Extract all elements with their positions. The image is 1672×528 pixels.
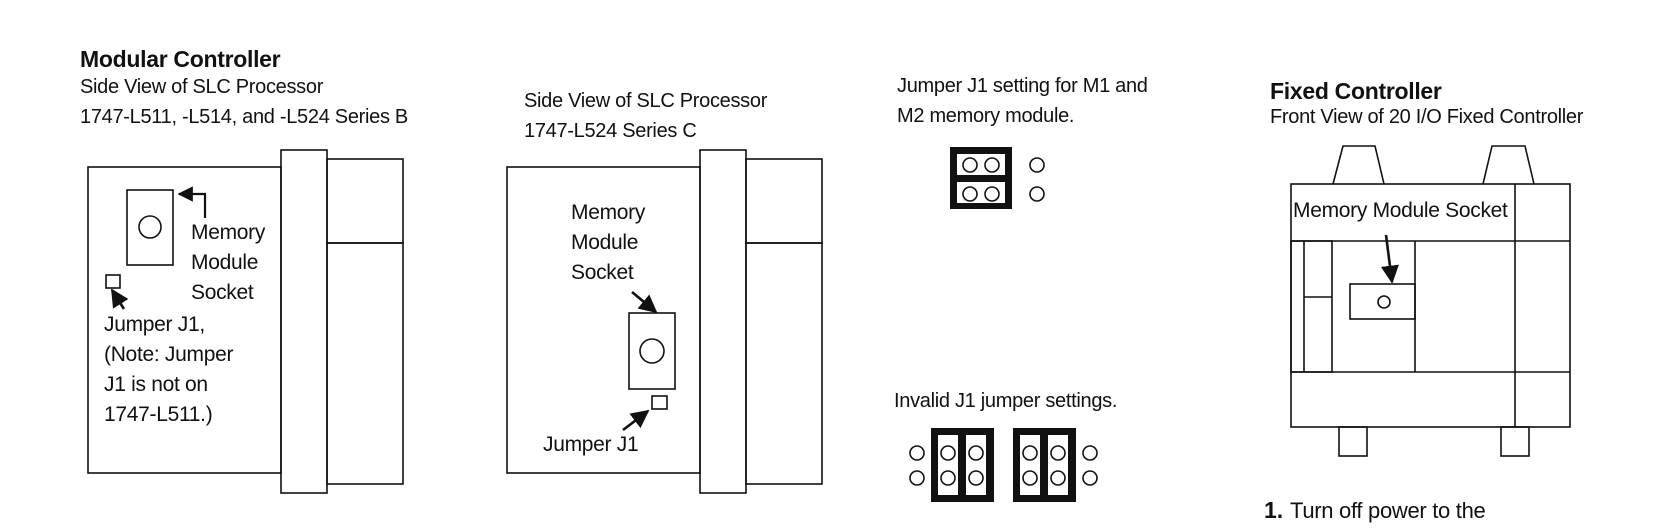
- modular-jumper-label-4: 1747-L511.): [104, 403, 213, 426]
- modular-jumper-label-3: J1 is not on: [104, 373, 208, 396]
- seriesc-processor-side-view: [506, 149, 823, 494]
- modular-memory-arrow: [177, 186, 207, 218]
- fixed-memory-module-socket: [1349, 283, 1416, 320]
- seriesc-memory-label-2: Module: [571, 231, 639, 254]
- jumper-valid-caption-1: Jumper J1 setting for M1 and: [897, 75, 1148, 97]
- seriesc-memory-module-socket: [628, 312, 676, 390]
- modular-jumper-j1: [105, 274, 121, 289]
- jumper-invalid-caption: Invalid J1 jumper settings.: [894, 390, 1118, 412]
- invalid-jumper-setting-icon-1: [909, 428, 994, 502]
- seriesc-memory-label-3: Socket: [571, 261, 634, 284]
- modular-memory-label-3: Socket: [191, 281, 254, 304]
- modular-processor-side-view: [87, 149, 404, 494]
- seriesc-subtitle-2: 1747-L524 Series C: [524, 120, 697, 142]
- modular-subtitle-2: 1747-L511, -L514, and -L524 Series B: [80, 106, 408, 128]
- modular-jumper-arrow: [110, 288, 129, 310]
- modular-memory-label-2: Module: [191, 251, 259, 274]
- fixed-controller-front-view: [1290, 145, 1571, 457]
- fixed-memory-arrow: [1380, 234, 1399, 284]
- seriesc-jumper-arrow: [622, 409, 650, 432]
- modular-memory-module-socket: [126, 189, 174, 266]
- step-text: Turn off power to the: [1290, 498, 1486, 523]
- modular-subtitle-1: Side View of SLC Processor: [80, 76, 324, 98]
- modular-jumper-label-2: (Note: Jumper: [104, 343, 234, 366]
- fixed-controller-title: Fixed Controller: [1270, 78, 1442, 104]
- modular-controller-title: Modular Controller: [80, 46, 281, 72]
- fixed-memory-label: Memory Module Socket: [1293, 199, 1508, 222]
- seriesc-subtitle-1: Side View of SLC Processor: [524, 90, 768, 112]
- seriesc-jumper-label: Jumper J1: [543, 433, 639, 456]
- modular-memory-label-1: Memory: [191, 221, 266, 244]
- valid-jumper-setting-icon: [950, 147, 1045, 209]
- invalid-jumper-setting-icon-2: [1013, 428, 1098, 502]
- seriesc-memory-arrow: [631, 291, 658, 314]
- modular-jumper-label-1: Jumper J1,: [104, 313, 205, 336]
- fixed-subtitle: Front View of 20 I/O Fixed Controller: [1270, 106, 1584, 128]
- jumper-valid-caption-2: M2 memory module.: [897, 105, 1075, 127]
- step-number: 1.: [1264, 497, 1284, 523]
- seriesc-memory-label-1: Memory: [571, 201, 646, 224]
- seriesc-jumper-j1: [651, 395, 668, 410]
